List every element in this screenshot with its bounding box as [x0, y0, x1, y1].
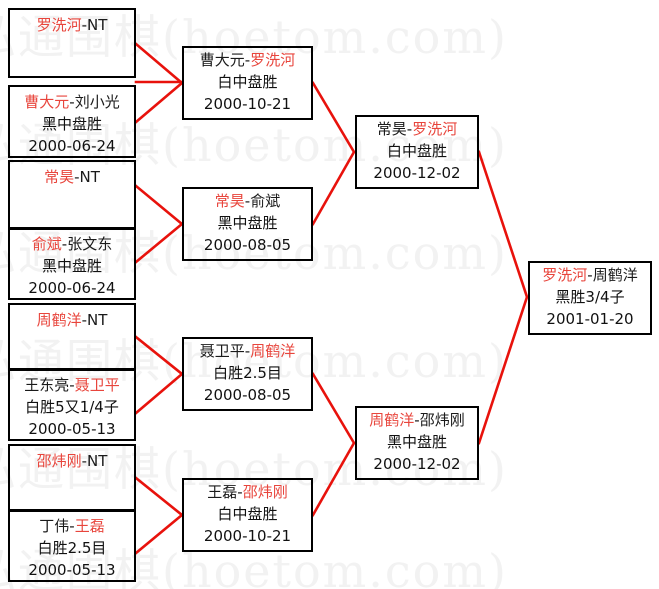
match-box-r1-m3[interactable]: 常昊-NT [8, 160, 136, 230]
match-date: 2000-05-13 [28, 419, 116, 438]
player-red: 常昊 [44, 168, 75, 186]
player-red: 罗洗河 [36, 16, 82, 34]
player-black: 俞斌 [250, 192, 281, 211]
match-players: 王东亮-聂卫平 [24, 375, 119, 397]
player-separator: - [74, 168, 80, 186]
player-red: 常昊 [214, 192, 245, 211]
player-black: NT [87, 311, 108, 329]
player-red: 罗洗河 [542, 266, 588, 285]
player-red: 王磊 [74, 517, 105, 535]
match-players: 聂卫平-周鹤洋 [200, 341, 295, 363]
player-red: 周鹤洋 [36, 311, 82, 329]
match-players: 罗洗河-NT [37, 15, 108, 37]
match-box-sf-m1[interactable]: 常昊-罗洗河 白中盘胜 2000-12-02 [355, 115, 479, 189]
match-players: 曹大元-罗洗河 [200, 50, 295, 72]
player-separator: - [244, 51, 251, 70]
player-red: 聂卫平 [74, 376, 120, 394]
player-separator: - [69, 517, 75, 535]
match-box-r2-m2[interactable]: 常昊-俞斌 黑中盘胜 2000-08-05 [182, 187, 313, 261]
match-players: 邵炜刚-NT [37, 451, 108, 473]
player-separator: - [81, 16, 88, 34]
match-result: 白胜5又1/4子 [25, 397, 119, 416]
match-players: 常昊-罗洗河 [377, 119, 457, 141]
player-separator: - [61, 235, 68, 253]
match-date: 2000-12-02 [373, 454, 461, 473]
match-result: 白胜2.5目 [213, 364, 282, 383]
player-black: 邵炜刚 [419, 411, 465, 430]
match-box-r1-m5[interactable]: 周鹤洋-NT [8, 303, 136, 371]
player-red: 罗洗河 [412, 120, 458, 139]
match-players: 周鹤洋-邵炜刚 [369, 410, 464, 432]
player-red: 曹大元 [24, 93, 70, 111]
match-date: 2000-10-21 [203, 526, 292, 545]
player-red: 周鹤洋 [250, 342, 296, 361]
player-separator: - [69, 376, 75, 394]
player-black: 王东亮 [24, 376, 70, 394]
match-box-r1-m1[interactable]: 罗洗河-NT [8, 8, 136, 78]
player-red: 邵炜刚 [36, 452, 82, 470]
player-separator: - [406, 120, 413, 139]
match-result: 黑胜3/4子 [555, 288, 625, 307]
player-red: 罗洗河 [250, 51, 296, 70]
player-black: 张文东 [67, 235, 113, 253]
match-result: 白中盘胜 [217, 73, 278, 92]
player-separator: - [81, 311, 88, 329]
player-separator: - [414, 411, 420, 430]
match-box-r1-m8[interactable]: 丁伟-王磊 白胜2.5目 2000-05-13 [8, 509, 136, 582]
match-players: 王磊-邵炜刚 [207, 482, 287, 504]
match-date: 2000-08-05 [203, 385, 292, 404]
match-players: 常昊-NT [44, 167, 100, 189]
match-box-r2-m4[interactable]: 王磊-邵炜刚 白中盘胜 2000-10-21 [182, 478, 313, 552]
player-black: 常昊 [376, 120, 407, 139]
match-players: 罗洗河-周鹤洋 [542, 265, 637, 287]
player-separator: - [244, 342, 251, 361]
match-result: 白中盘胜 [217, 505, 278, 524]
match-date: 2000-06-24 [28, 278, 116, 297]
match-box-r1-m6[interactable]: 王东亮-聂卫平 白胜5又1/4子 2000-05-13 [8, 368, 136, 441]
match-date: 2000-10-21 [203, 94, 292, 113]
match-box-r1-m7[interactable]: 邵炜刚-NT [8, 444, 136, 512]
player-separator: - [237, 483, 243, 502]
player-red: 邵炜刚 [242, 483, 288, 502]
match-date: 2000-06-24 [28, 136, 116, 155]
match-result: 黑中盘胜 [217, 214, 278, 233]
match-box-r1-m4[interactable]: 俞斌-张文东 黑中盘胜 2000-06-24 [8, 227, 136, 300]
match-box-final[interactable]: 罗洗河-周鹤洋 黑胜3/4子 2001-01-20 [528, 261, 652, 335]
match-box-r1-m2[interactable]: 曹大元-刘小光 黑中盘胜 2000-06-24 [8, 85, 136, 158]
match-players: 常昊-俞斌 [215, 191, 280, 213]
player-black: 刘小光 [74, 93, 120, 111]
player-black: NT [87, 16, 108, 34]
match-result: 黑中盘胜 [41, 256, 102, 275]
player-separator: - [587, 266, 593, 285]
player-black: NT [87, 452, 108, 470]
player-black: 丁伟 [39, 517, 70, 535]
match-date: 2000-08-05 [203, 235, 292, 254]
player-separator: - [69, 93, 75, 111]
match-box-r2-m1[interactable]: 曹大元-罗洗河 白中盘胜 2000-10-21 [182, 46, 313, 120]
match-players: 曹大元-刘小光 [24, 92, 119, 114]
player-black: 周鹤洋 [592, 266, 638, 285]
player-black: 曹大元 [199, 51, 245, 70]
match-result: 白胜2.5目 [37, 538, 107, 557]
match-players: 周鹤洋-NT [37, 310, 108, 332]
player-separator: - [81, 452, 88, 470]
match-date: 2000-12-02 [373, 163, 461, 182]
match-box-r2-m3[interactable]: 聂卫平-周鹤洋 白胜2.5目 2000-08-05 [182, 337, 313, 411]
match-result: 白中盘胜 [386, 142, 447, 161]
match-box-sf-m2[interactable]: 周鹤洋-邵炜刚 黑中盘胜 2000-12-02 [355, 406, 479, 480]
player-black: 王磊 [207, 483, 238, 502]
player-black: 聂卫平 [199, 342, 245, 361]
player-black: NT [79, 168, 100, 186]
match-result: 黑中盘胜 [386, 433, 447, 452]
match-players: 俞斌-张文东 [32, 234, 112, 256]
match-result: 黑中盘胜 [41, 114, 102, 133]
match-date: 2000-05-13 [28, 560, 116, 579]
match-date: 2001-01-20 [546, 309, 634, 328]
player-red: 周鹤洋 [369, 411, 415, 430]
player-red: 俞斌 [31, 235, 62, 253]
match-players: 丁伟-王磊 [39, 516, 104, 538]
player-separator: - [244, 192, 251, 211]
